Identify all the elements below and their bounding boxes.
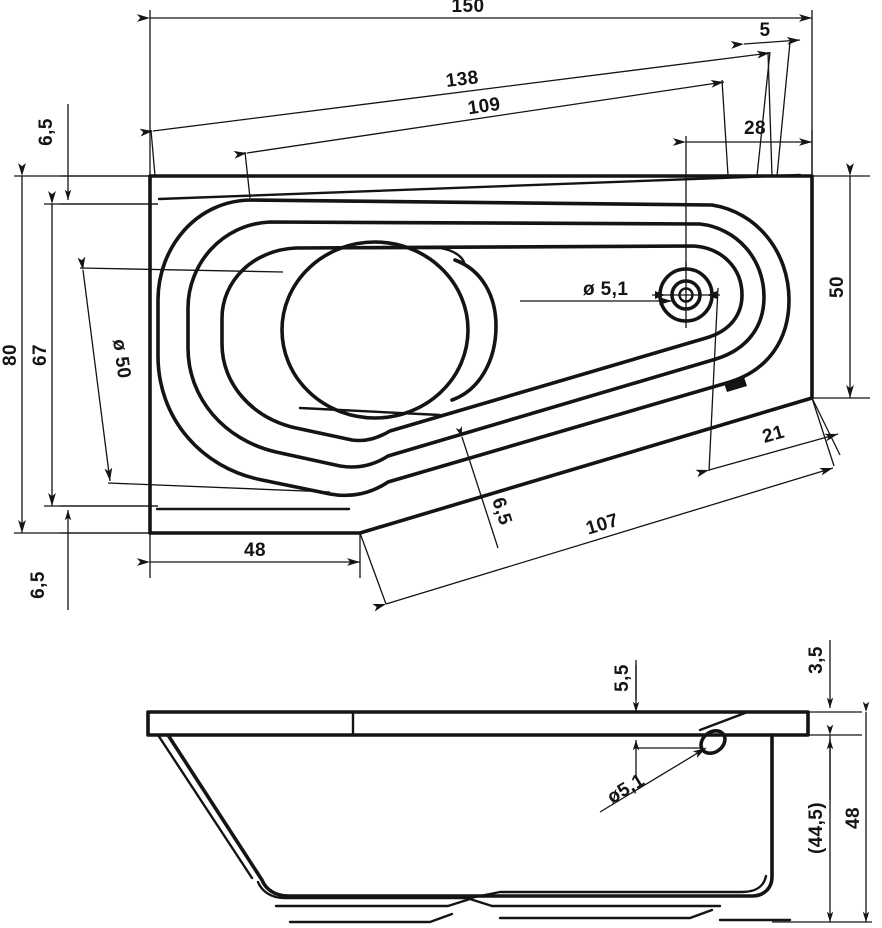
label-138: 138 — [445, 67, 480, 92]
drain-diameter-label: ø 5,1 — [583, 279, 628, 300]
label-50: 50 — [827, 276, 848, 298]
dim-corner-5: 5 — [730, 20, 801, 177]
label-107: 107 — [584, 510, 622, 540]
dim-rim-138: 138 — [139, 50, 773, 177]
label-5: 5 — [760, 20, 771, 41]
dim-rim-thickness-bottom-65: 6,5 — [28, 505, 158, 610]
dim-angled-edge-21: 21 — [695, 287, 841, 478]
dim-inner-depth-445: (44,5) — [806, 724, 834, 923]
label-overflow-51: ø5,1 — [604, 770, 649, 808]
top-view-bowl-middle — [186, 220, 766, 469]
label-65-top: 6,5 — [36, 118, 57, 146]
section-view-body — [156, 733, 774, 898]
label-80: 80 — [0, 344, 21, 366]
dim-seat-diameter-50: ø 50 — [77, 256, 331, 493]
dim-overflow-diameter-51: ø5,1 — [599, 747, 707, 813]
dim-overall-length-150: 150 — [137, 0, 813, 176]
top-view-seat-circle — [280, 240, 470, 420]
dim-right-width-50: 50 — [812, 163, 870, 399]
label-445: (44,5) — [806, 802, 827, 854]
label-35: 3,5 — [806, 646, 827, 674]
label-65-bottom: 6,5 — [28, 571, 49, 599]
dim-rim-height-35: 3,5 — [806, 640, 862, 800]
label-48-plan: 48 — [244, 540, 266, 561]
label-150: 150 — [452, 0, 485, 17]
dim-foot-48: 48 — [137, 533, 361, 578]
label-67: 67 — [30, 344, 51, 366]
dim-rim-thickness-top-65: 6,5 — [36, 104, 158, 205]
dim-overflow-offset-55: 5,5 — [612, 660, 700, 778]
dim-drain-28: 28 — [673, 118, 813, 268]
top-view-bowl-inner — [220, 244, 744, 443]
label-28: 28 — [744, 118, 766, 139]
label-21: 21 — [760, 422, 787, 448]
section-view-inner-floor — [256, 874, 792, 924]
top-view-rim-line — [155, 173, 802, 511]
top-view-bowl-outer — [156, 198, 791, 498]
label-55: 5,5 — [612, 664, 633, 692]
dim-total-depth-48: 48 — [772, 701, 872, 923]
drain-diameter-leader: ø 5,1 — [520, 279, 672, 305]
top-view-drain — [652, 262, 720, 328]
dim-inner-109: 109 — [233, 79, 729, 199]
label-diameter-50: ø 50 — [108, 338, 134, 380]
label-48-section: 48 — [843, 807, 864, 829]
top-view-outer-outline — [148, 174, 814, 535]
label-65-angled: 6,5 — [487, 495, 516, 528]
top-view-edge-ticks — [724, 377, 747, 392]
label-109: 109 — [466, 94, 502, 120]
top-view-backrest-contour — [294, 246, 498, 417]
